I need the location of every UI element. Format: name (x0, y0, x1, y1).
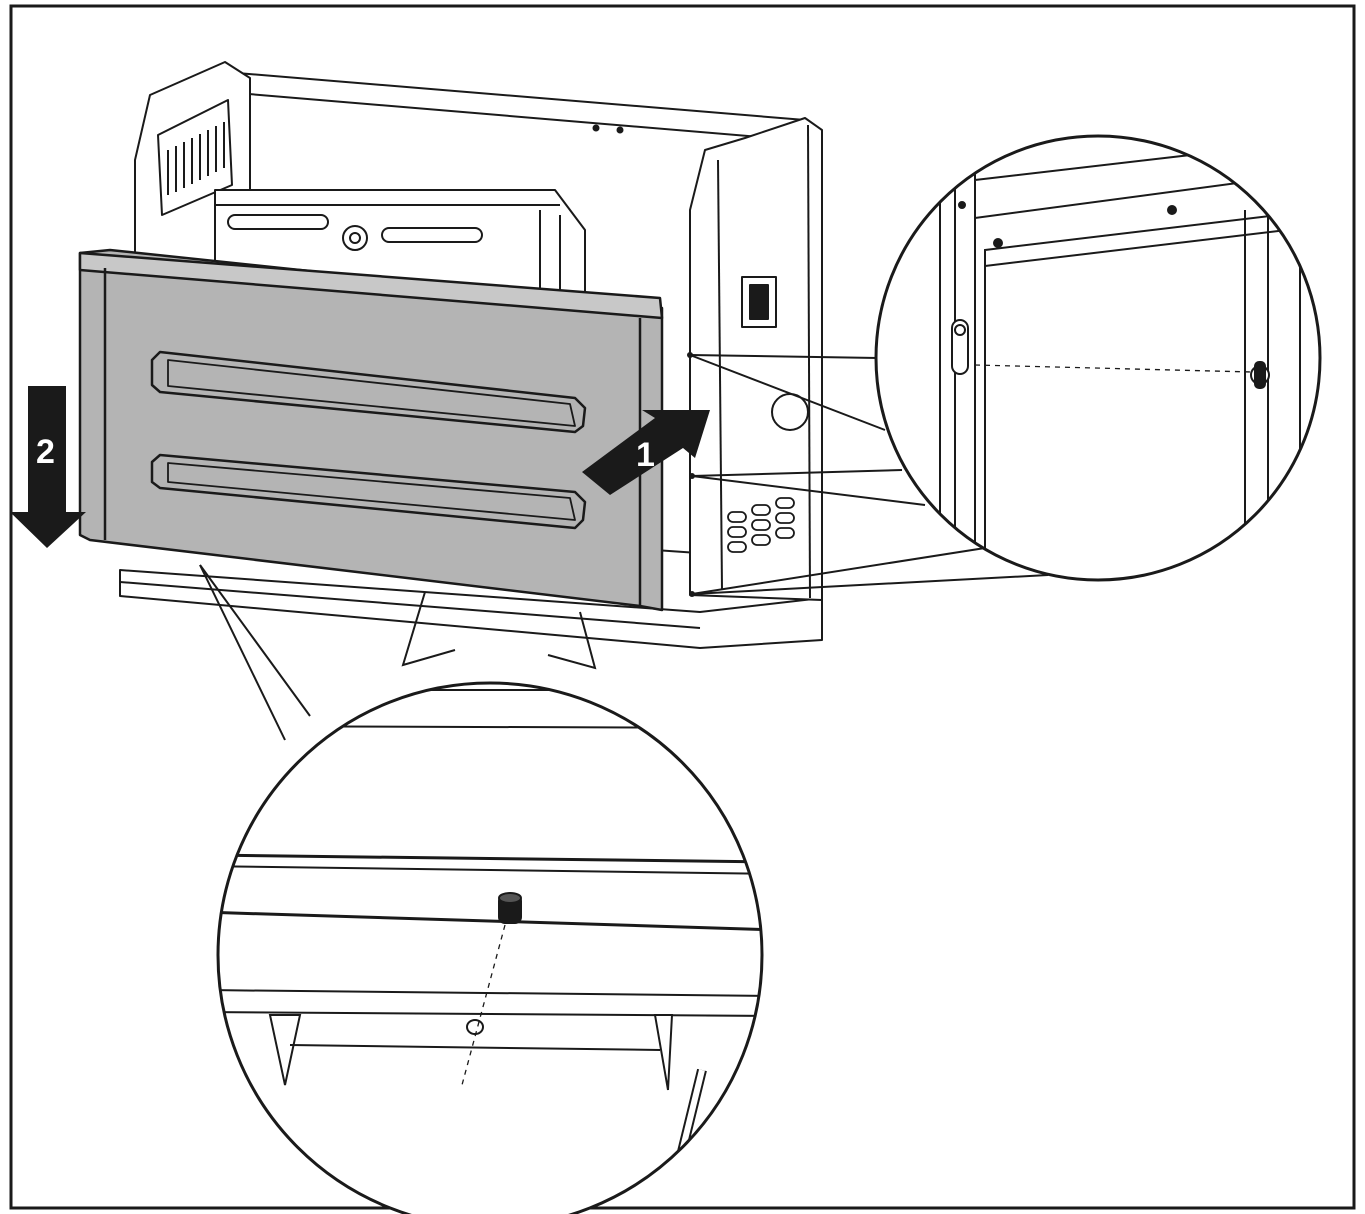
step-1-arrow: 1 (582, 410, 710, 495)
arrow-icon (582, 410, 710, 495)
vent-slots-right (727, 497, 795, 553)
vent-grille-left (167, 122, 225, 195)
step-2-label: 2 (36, 433, 55, 471)
callout-lines-right (689, 354, 1049, 595)
callout-lines-bottom (199, 564, 597, 741)
arrow-icon (10, 386, 86, 548)
front-panel (78, 248, 664, 612)
step-1-label: 1 (636, 436, 655, 474)
step-2-arrow: 2 (10, 386, 86, 548)
